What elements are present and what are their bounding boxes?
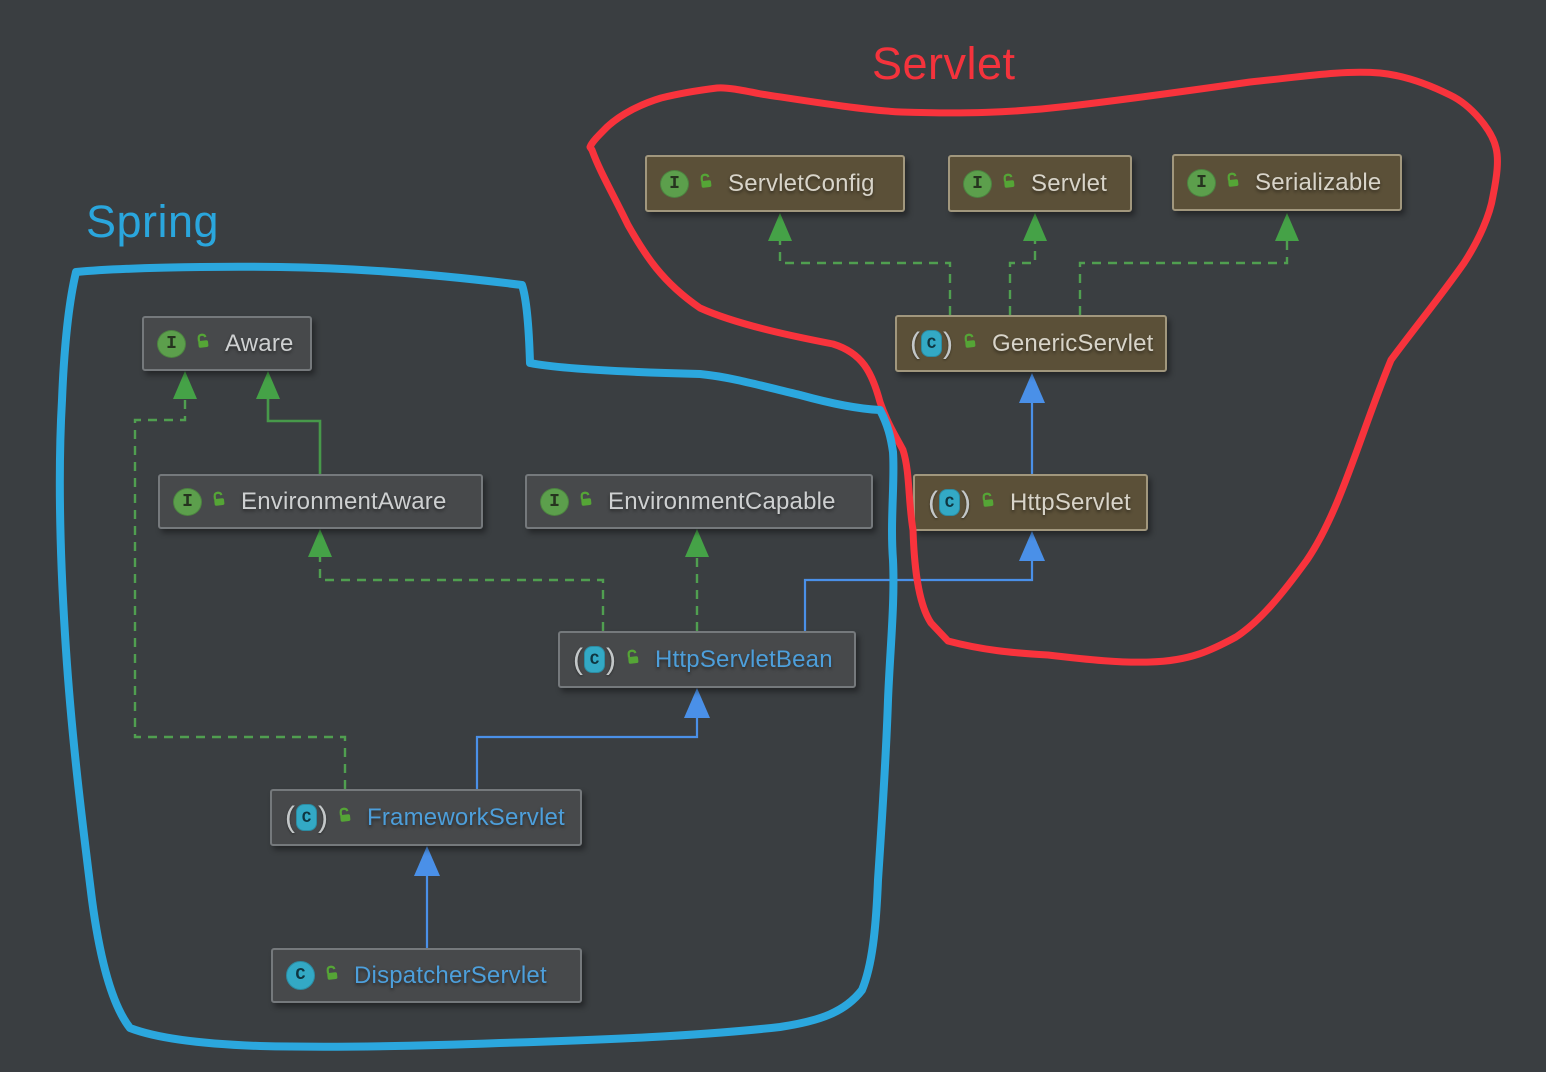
abstract-class-icon: (C): [285, 801, 328, 834]
public-unlocked-icon: [961, 331, 980, 356]
public-unlocked-icon: [336, 805, 355, 830]
node-httpservletbean[interactable]: (C) HttpServletBean: [558, 631, 856, 688]
edge-genericservlet-implements-servlet: [1008, 240, 1037, 315]
public-unlocked-icon: [194, 331, 213, 356]
spring-group-label: Spring: [86, 196, 220, 247]
node-label: ServletConfig: [728, 169, 875, 197]
node-servlet[interactable]: I Servlet: [948, 155, 1132, 212]
edge-genericservlet-implements-serializable: [1078, 240, 1289, 315]
interface-icon: I: [660, 169, 689, 198]
node-label: HttpServletBean: [655, 645, 833, 673]
node-serializable[interactable]: I Serializable: [1172, 154, 1402, 211]
edge-httpservletbean-extends-httpservlet: [803, 560, 1034, 631]
edge-httpservletbean-implements-environmentaware: [318, 556, 605, 631]
node-label: Aware: [225, 329, 294, 357]
interface-icon: I: [963, 169, 992, 198]
node-label: GenericServlet: [992, 329, 1154, 357]
edge-genericservlet-implements-servletconfig: [778, 240, 952, 315]
public-unlocked-icon: [697, 171, 716, 196]
public-unlocked-icon: [1224, 170, 1243, 195]
node-frameworkservlet[interactable]: (C) FrameworkServlet: [270, 789, 582, 846]
node-label: EnvironmentCapable: [608, 487, 836, 515]
node-servletconfig[interactable]: I ServletConfig: [645, 155, 905, 212]
edge-frameworkservlet-implements-aware: [133, 398, 347, 789]
public-unlocked-icon: [1000, 171, 1019, 196]
public-unlocked-icon: [210, 489, 229, 514]
node-label: HttpServlet: [1010, 488, 1131, 516]
public-unlocked-icon: [577, 489, 596, 514]
public-unlocked-icon: [979, 490, 998, 515]
node-environmentcapable[interactable]: I EnvironmentCapable: [525, 474, 873, 529]
node-label: DispatcherServlet: [354, 961, 547, 989]
node-label: EnvironmentAware: [241, 487, 447, 515]
node-label: Servlet: [1031, 169, 1108, 197]
interface-icon: I: [173, 487, 202, 516]
node-label: FrameworkServlet: [367, 803, 565, 831]
node-label: Serializable: [1255, 168, 1382, 196]
edge-environmentaware-extends-aware: [266, 398, 322, 474]
abstract-class-icon: (C): [928, 486, 971, 519]
abstract-class-icon: (C): [573, 643, 616, 676]
interface-icon: I: [540, 487, 569, 516]
node-genericservlet[interactable]: (C) GenericServlet: [895, 315, 1167, 372]
interface-icon: I: [1187, 168, 1216, 197]
public-unlocked-icon: [323, 963, 342, 988]
abstract-class-icon: (C): [910, 327, 953, 360]
node-environmentaware[interactable]: I EnvironmentAware: [158, 474, 483, 529]
node-httpservlet[interactable]: (C) HttpServlet: [913, 474, 1148, 531]
public-unlocked-icon: [624, 647, 643, 672]
node-dispatcherservlet[interactable]: C DispatcherServlet: [271, 948, 582, 1003]
node-aware[interactable]: I Aware: [142, 316, 312, 371]
edge-frameworkservlet-extends-httpservletbean: [475, 717, 699, 789]
interface-icon: I: [157, 329, 186, 358]
class-icon: C: [286, 961, 315, 990]
servlet-group-label: Servlet: [872, 38, 1016, 89]
